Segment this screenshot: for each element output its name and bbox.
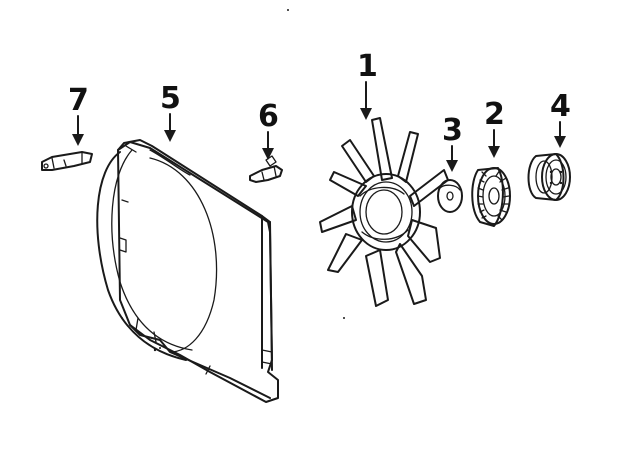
clip-right bbox=[249, 155, 283, 183]
spacer bbox=[437, 179, 463, 213]
scan-speckles bbox=[159, 9, 345, 349]
callout-4: 4 bbox=[550, 89, 571, 124]
fan-clutch bbox=[471, 167, 511, 227]
arrowhead-3 bbox=[446, 160, 458, 172]
callout-7: 7 bbox=[68, 83, 89, 118]
arrowhead-5 bbox=[164, 130, 176, 142]
arrowhead-4 bbox=[554, 136, 566, 148]
fan-blade bbox=[319, 117, 449, 307]
callout-5: 5 bbox=[160, 81, 181, 116]
arrowhead-6 bbox=[262, 148, 274, 160]
callout-2: 2 bbox=[484, 97, 505, 132]
fan-shroud bbox=[96, 139, 279, 403]
arrowhead-2 bbox=[488, 146, 500, 158]
callout-1: 1 bbox=[357, 49, 378, 84]
callout-3: 3 bbox=[442, 113, 463, 148]
arrowhead-1 bbox=[360, 108, 372, 120]
callout-labels: 1 2 3 4 5 6 7 bbox=[68, 49, 571, 148]
pulley bbox=[527, 153, 571, 201]
arrowhead-7 bbox=[72, 134, 84, 146]
leader-arrows bbox=[72, 81, 566, 172]
clip-left bbox=[41, 151, 93, 171]
callout-6: 6 bbox=[258, 99, 279, 134]
